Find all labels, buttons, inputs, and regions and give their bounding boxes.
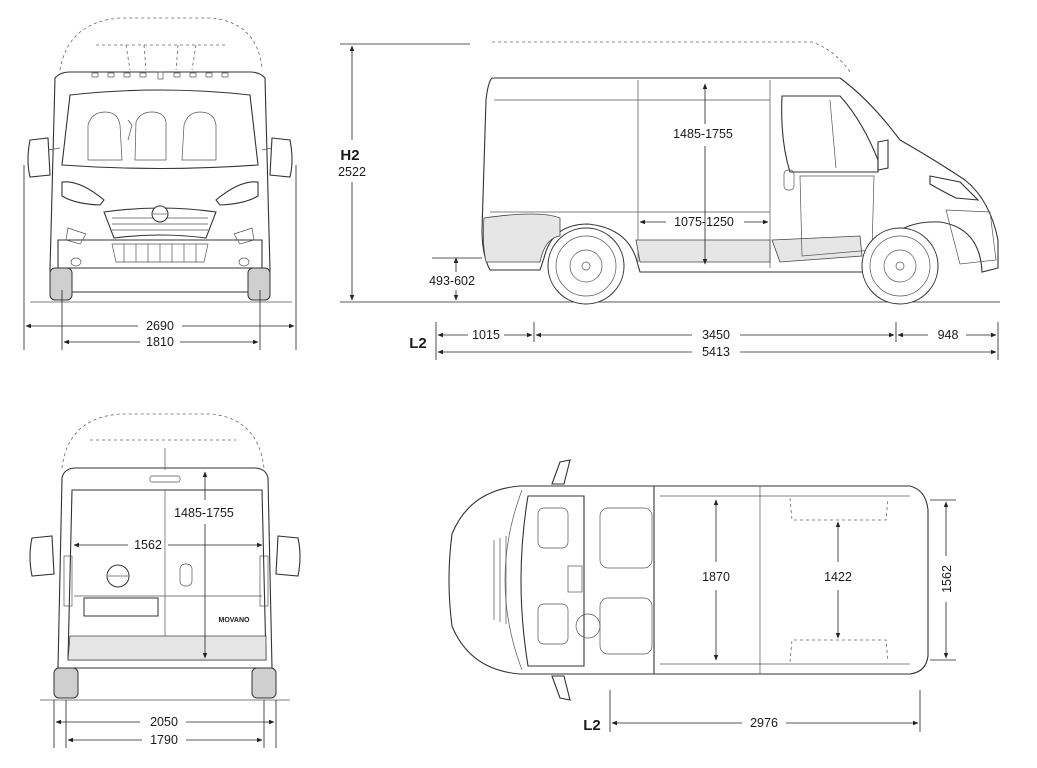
- top-interior-width-label: 1870: [702, 570, 730, 584]
- front-overall-width-label: 2690: [146, 319, 174, 333]
- rear-door-height-label: 1485-1755: [174, 506, 234, 520]
- rear-overhang-label: 948: [938, 328, 959, 342]
- overall-height-label: 2522: [338, 165, 366, 179]
- side-view: H2 2522: [338, 41, 1000, 360]
- front-track-width-label: 1810: [146, 335, 174, 349]
- front-view: 2690 1810: [23, 17, 297, 350]
- rear-badge: MOVANO: [219, 617, 251, 624]
- front-overhang-label: 1015: [472, 328, 500, 342]
- top-between-arches-label: 1422: [824, 570, 852, 584]
- side-length-code-label: L2: [409, 335, 427, 352]
- top-load-length-label: 2976: [750, 716, 778, 730]
- side-door-width-label: 1075-1250: [674, 215, 734, 229]
- height-code-label: H2: [340, 147, 359, 164]
- roof-lights: [91, 71, 229, 80]
- rear-overall-width-label: 2050: [150, 715, 178, 729]
- overall-length-label: 5413: [702, 345, 730, 359]
- load-sill-height-label: 493-602: [429, 274, 475, 288]
- top-length-code-label: L2: [583, 717, 601, 734]
- side-interior-height-label: 1485-1755: [673, 127, 733, 141]
- side-rear-wheel: [547, 227, 625, 305]
- wheelbase-label: 3450: [702, 328, 730, 342]
- top-rear-opening-label: 1562: [940, 565, 954, 593]
- top-view: 1870 1422 1562 L2 2976: [448, 459, 956, 734]
- side-front-wheel: [861, 227, 939, 305]
- rear-view: MOVANO 1485-1755 1562 2050 1790: [29, 413, 301, 748]
- rear-track-width-label: 1790: [150, 733, 178, 747]
- rear-door-width-label: 1562: [134, 538, 162, 552]
